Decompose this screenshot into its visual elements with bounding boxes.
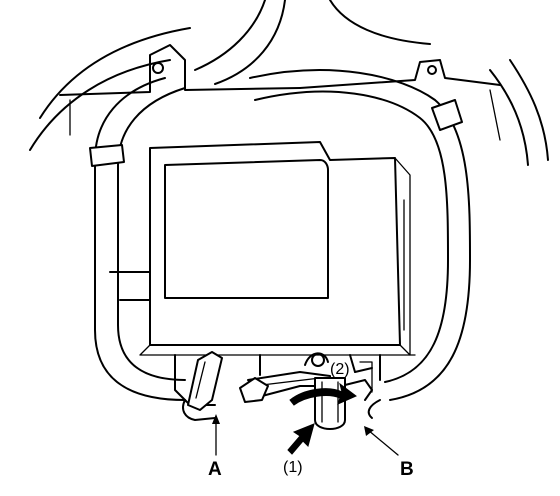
upper-housing [59,44,501,141]
release-lever [239,371,331,403]
right-tube [249,69,471,419]
push-arrow-icon [287,423,315,455]
harness-background [29,0,549,166]
rotate-arrow-icon [289,382,357,406]
control-unit-body [109,141,416,356]
left-tube [89,77,186,401]
label-step-1: (1) [283,459,303,476]
lock-tab-a [182,351,223,421]
leader-b [364,426,399,456]
leader-a [212,414,220,456]
label-b: B [400,459,414,480]
label-step-2: (2) [330,361,350,378]
label-a: A [208,459,222,480]
